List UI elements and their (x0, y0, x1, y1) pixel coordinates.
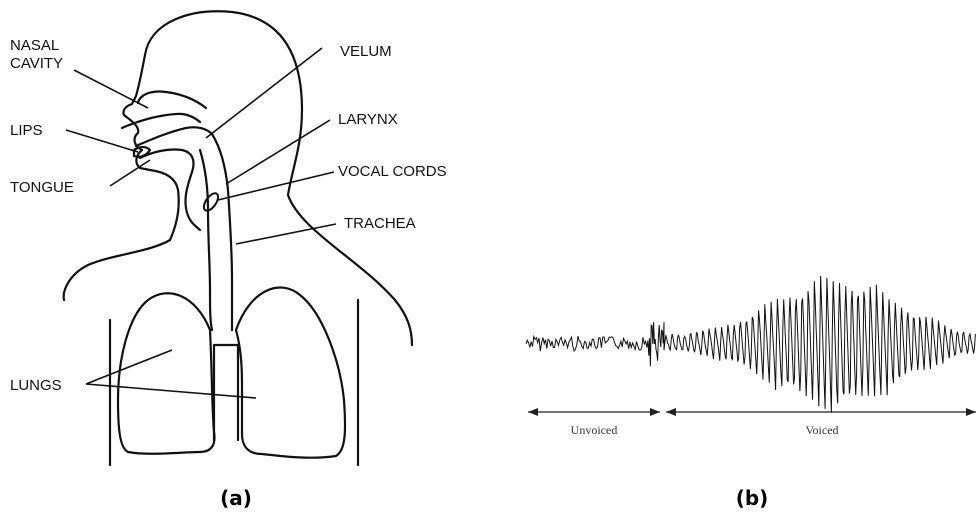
voiced-span-arrow (666, 408, 976, 416)
lungs-leader-1 (86, 350, 172, 384)
left-lung-outline (118, 293, 214, 454)
trachea-leader (236, 224, 336, 244)
nasal-cavity-label-line2: CAVITY (10, 55, 63, 72)
right-lung-outline (236, 288, 345, 458)
nasal-cavity-floor (122, 114, 200, 128)
pharynx-back (212, 134, 232, 330)
lungs-label: LUNGS (10, 377, 62, 394)
velum-leader (206, 48, 322, 138)
panel-a-caption: (a) (220, 486, 252, 510)
vocal-cords-shape (201, 191, 221, 213)
lips-leader (66, 130, 138, 152)
unvoiced-span-arrow (528, 408, 660, 416)
unvoiced-label: Unvoiced (571, 423, 618, 437)
voiced-label: Voiced (805, 423, 838, 437)
vocal-cords-label: VOCAL CORDS (338, 163, 447, 180)
vocal-cords-leader (218, 172, 334, 200)
nasal-cavity-label: NASAL (10, 37, 59, 54)
panel-b-caption: (b) (736, 486, 769, 510)
lungs-leader-2 (86, 384, 256, 398)
tongue-label: TONGUE (10, 179, 74, 196)
tongue-leader (110, 160, 150, 186)
palate-outline (136, 127, 212, 146)
larynx-leader (226, 120, 330, 184)
velum-label: VELUM (340, 43, 392, 60)
anatomy-diagram: NASAL CAVITY LIPS TONGUE LUNGS VELUM LAR… (10, 11, 447, 510)
lips-label: LIPS (10, 122, 43, 139)
speech-waveform (526, 276, 975, 413)
neck-front-outline (64, 240, 170, 300)
trachea-label: TRACHEA (344, 215, 416, 232)
larynx-label: LARYNX (338, 111, 398, 128)
speech-waveform-panel: Unvoiced Voiced (b) (526, 276, 976, 510)
pharynx-front (200, 150, 212, 330)
heart-region (214, 345, 238, 440)
nasal-cavity-outline (138, 91, 206, 108)
